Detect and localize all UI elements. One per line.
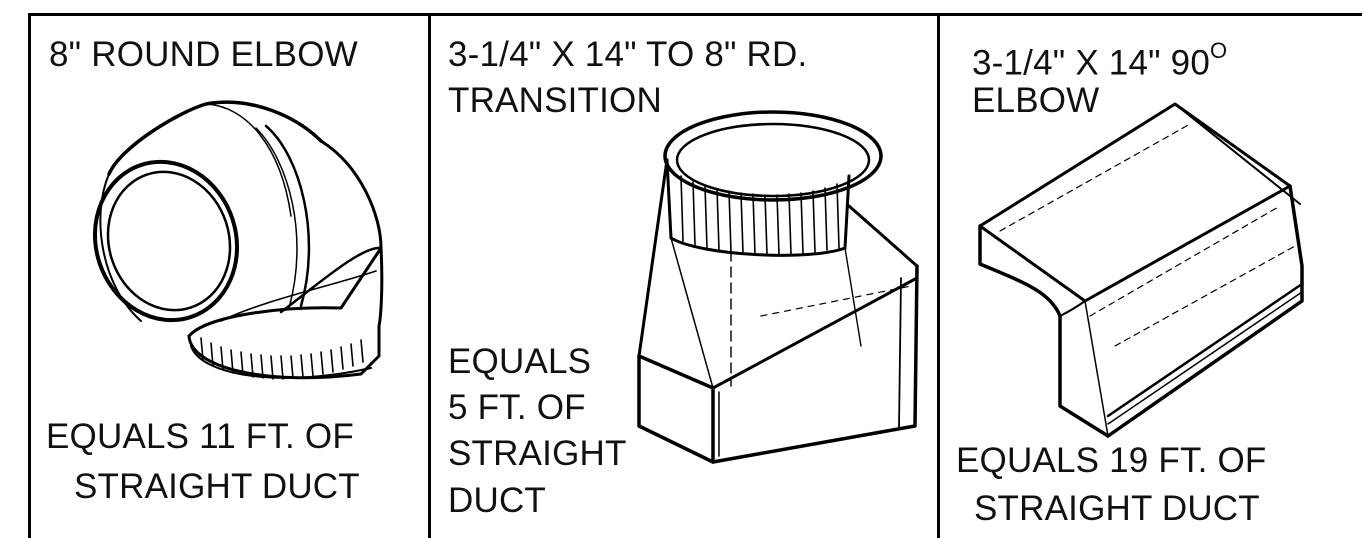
panel-transition: 3-1/4" X 14" TO 8" RD. TRANSITION: [431, 16, 937, 538]
degree-superscript: O: [1210, 38, 1228, 63]
top-border: [28, 13, 1362, 16]
rectangular-elbow-icon: [978, 102, 1304, 438]
equivalence-line-2: 5 FT. OF: [448, 388, 586, 427]
equivalence-line-2: STRAIGHT DUCT: [74, 467, 360, 506]
left-border: [28, 13, 31, 538]
equivalence-line-1: EQUALS 19 FT. OF: [956, 441, 1267, 480]
panel-divider-2: [937, 13, 940, 538]
round-elbow-icon: [92, 100, 384, 380]
equivalence-line-4: DUCT: [448, 481, 547, 520]
transition-icon: [637, 110, 919, 464]
panel-round-elbow: 8" ROUND ELBOW: [31, 16, 428, 538]
equivalence-line-1: EQUALS 11 FT. OF: [46, 417, 354, 456]
panel-title-line-2: TRANSITION: [448, 81, 662, 120]
equivalence-line-2: STRAIGHT DUCT: [974, 489, 1260, 528]
panel-rectangular-elbow: 3-1/4" X 14" 90O ELBOW EQUALS 19 FT. OF …: [940, 16, 1362, 538]
panel-title-line-1: 3-1/4" X 14" TO 8" RD.: [448, 35, 808, 74]
panel-title: 8" ROUND ELBOW: [49, 35, 358, 74]
equivalence-line-1: EQUALS: [448, 342, 592, 381]
equivalence-line-3: STRAIGHT: [448, 434, 627, 473]
panel-title-text: 3-1/4" X 14" 90: [972, 43, 1211, 83]
panel-divider-1: [428, 13, 431, 538]
panel-title-line-2: ELBOW: [972, 81, 1100, 120]
panel-title-line-1: 3-1/4" X 14" 90O: [972, 32, 1227, 87]
